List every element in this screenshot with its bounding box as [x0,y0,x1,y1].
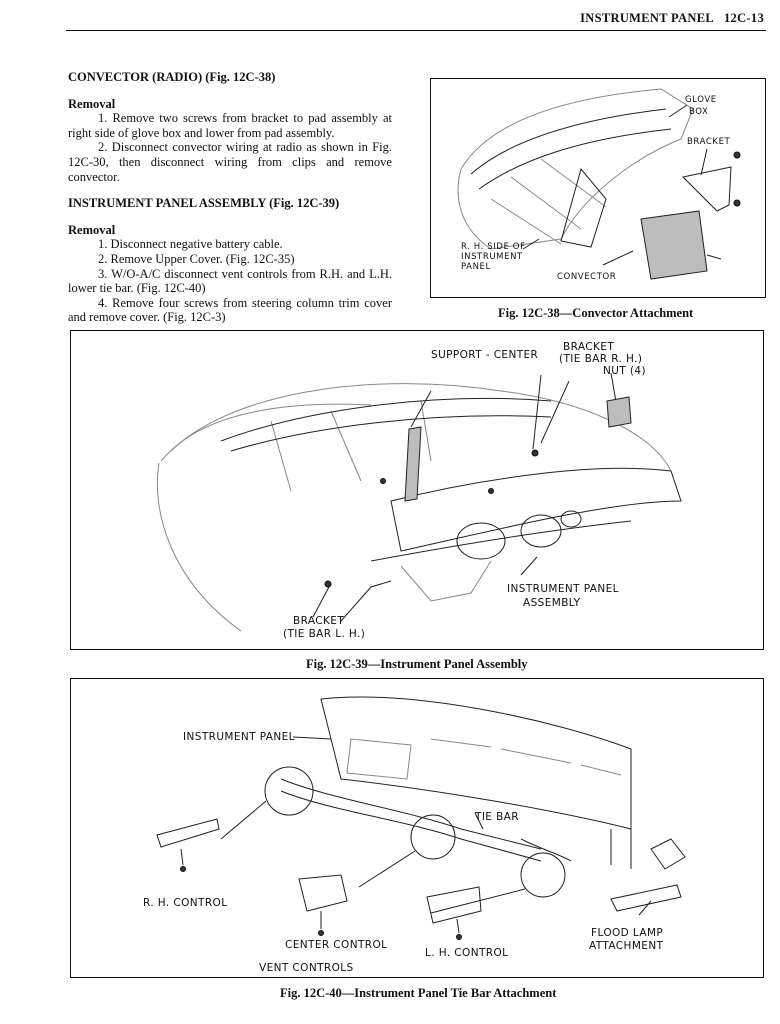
label-rh-control: R. H. CONTROL [143,897,228,909]
caption-fig-12c-40: Fig. 12C-40—Instrument Panel Tie Bar Att… [280,986,557,1000]
label-flood-lamp-line2: ATTACHMENT [589,940,664,952]
ip-assembly-heading: INSTRUMENT PANEL ASSEMBLY (Fig. 12C-39) [68,196,340,211]
label-tie-bar: TIE BAR [475,811,519,823]
convector-removal-label: Removal [68,96,116,111]
ip-step-3: 3. W/O-A/C disconnect vent controls from… [68,266,392,296]
label-bracket-rh-line2: (TIE BAR R. H.) [559,353,643,365]
label-rh-side-line3: PANEL [461,262,491,272]
label-center-control: CENTER CONTROL [285,939,388,951]
figure-12c-39: SUPPORT - CENTER BRACKET (TIE BAR R. H.)… [70,330,764,650]
tie-bar-attachment-illustration [156,696,686,940]
caption-fig-12c-38: Fig. 12C-38—Convector Attachment [498,306,694,320]
figure-12c-40: INSTRUMENT PANEL TIE BAR R. H. CONTROL C… [70,678,764,978]
label-bracket-lh-line1: BRACKET [293,615,345,627]
label-instrument-panel: INSTRUMENT PANEL [183,731,295,743]
ip-step-4: 4. Remove four screws from steering colu… [68,295,392,325]
label-glove-box-line2: BOX [689,107,709,117]
label-vent-controls: VENT CONTROLS [259,962,354,974]
header-rule [66,30,766,31]
convector-heading: CONVECTOR (RADIO) (Fig. 12C-38) [68,70,276,84]
instrument-panel-assembly-illustration [156,372,682,632]
running-head: INSTRUMENT PANEL 12C-13 [580,11,764,26]
label-lh-control: L. H. CONTROL [425,947,509,959]
convector-step-2: 2. Disconnect convector wiring at radio … [68,140,392,184]
label-support-center: SUPPORT - CENTER [431,349,539,361]
section-title: INSTRUMENT PANEL [580,11,714,25]
label-ip-assembly-line1: INSTRUMENT PANEL [507,583,619,595]
label-ip-assembly-line2: ASSEMBLY [523,597,581,609]
label-bracket-lh-line2: (TIE BAR L. H.) [283,628,366,640]
label-convector: CONVECTOR [557,272,617,282]
figure-12c-38: GLOVE BOX BRACKET R. H. SIDE OF INSTRUME… [430,78,766,298]
label-rh-side-line1: R. H. SIDE OF [461,242,526,252]
convector-step-1: 1. Remove two screws from bracket to pad… [68,111,392,140]
convector-illustration [457,88,741,280]
caption-fig-12c-39: Fig. 12C-39—Instrument Panel Assembly [306,657,528,671]
ip-step-2: 2. Remove Upper Cover. (Fig. 12C-35) [98,251,295,266]
page-number: 12C-13 [724,11,764,25]
ip-removal-label: Removal [68,222,116,237]
label-glove-box-line1: GLOVE [685,95,717,105]
label-bracket: BRACKET [687,137,731,147]
ip-step-1: 1. Disconnect negative battery cable. [98,237,283,252]
label-flood-lamp-line1: FLOOD LAMP [591,927,664,939]
label-rh-side-line2: INSTRUMENT [461,252,523,262]
label-nut: NUT (4) [603,365,646,377]
text-column: CONVECTOR (RADIO) (Fig. 12C-38) Removal … [68,70,392,325]
label-bracket-rh-line1: BRACKET [563,341,615,353]
